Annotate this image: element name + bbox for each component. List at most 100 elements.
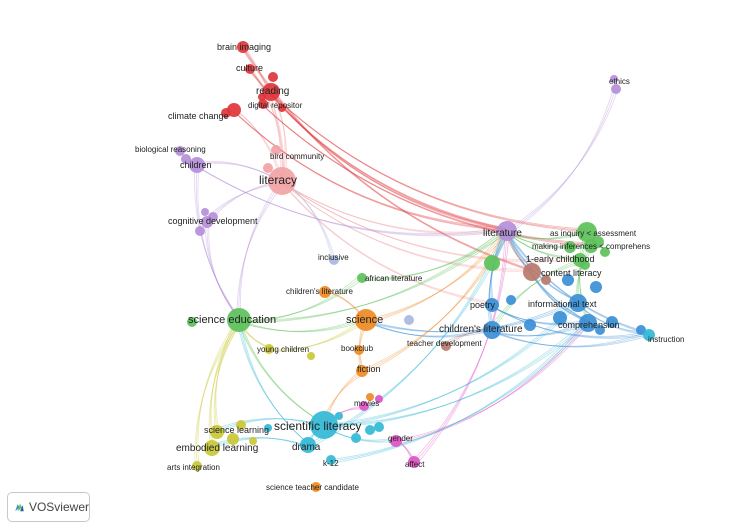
network-node-minor[interactable] — [263, 163, 273, 173]
network-node-content-literacy[interactable] — [523, 263, 541, 281]
network-node-minor[interactable] — [404, 315, 414, 325]
network-node-comprehension[interactable] — [579, 314, 597, 332]
network-node-minor[interactable] — [181, 154, 191, 164]
network-node-minor[interactable] — [365, 425, 375, 435]
network-node-minor[interactable] — [375, 395, 383, 403]
network-node-digital-repositor[interactable] — [258, 99, 268, 109]
network-node-science[interactable] — [355, 309, 377, 331]
network-node-fiction[interactable] — [356, 365, 368, 377]
vosviewer-badge[interactable]: VOSviewer — [7, 492, 90, 522]
network-label-early-childhood: 1-early childhood — [526, 254, 595, 264]
network-label-scientific-literacy: scientific literacy — [274, 419, 361, 433]
edge-literacy-science-education — [240, 180, 281, 321]
network-node-minor[interactable] — [595, 325, 605, 335]
network-node-minor[interactable] — [307, 352, 315, 360]
edge-gender-comprehension — [395, 321, 589, 443]
network-node-inclusive[interactable] — [329, 255, 339, 265]
network-node-science-education[interactable] — [227, 308, 251, 332]
network-node-affect[interactable] — [408, 456, 420, 468]
edge-literature-comprehension — [506, 232, 589, 322]
network-node-minor[interactable] — [564, 241, 576, 253]
network-node-minor[interactable] — [227, 433, 239, 445]
network-node-children[interactable] — [189, 157, 205, 173]
network-node-minor[interactable] — [590, 281, 602, 293]
network-node-minor[interactable] — [195, 226, 205, 236]
network-node-as-inquiry-assessment[interactable] — [577, 222, 597, 242]
edge-science-education-scientific-literacy — [240, 322, 323, 423]
network-node-bookclub[interactable] — [354, 345, 364, 355]
network-node-instruction[interactable] — [643, 329, 655, 341]
network-node-young-children[interactable] — [264, 344, 274, 354]
network-node-bird-community[interactable] — [271, 145, 281, 155]
network-node-minor[interactable] — [278, 104, 286, 112]
edge-literacy-brain-imaging — [242, 45, 283, 183]
network-node-biological-reasoning[interactable] — [175, 146, 185, 156]
network-node-culture[interactable] — [245, 64, 255, 74]
edge-fiction-literature — [361, 229, 508, 373]
network-node-minor[interactable] — [264, 424, 272, 432]
network-node-minor[interactable] — [610, 75, 618, 83]
network-node-minor[interactable] — [484, 255, 500, 271]
network-node-minor[interactable] — [541, 275, 551, 285]
network-node-science-learning[interactable] — [210, 425, 224, 439]
network-node-minor[interactable] — [562, 274, 574, 286]
network-node-drama[interactable] — [300, 437, 316, 453]
edge-culture-literature — [249, 70, 508, 230]
network-node-informational-text[interactable] — [569, 294, 587, 312]
network-node-minor[interactable] — [374, 422, 384, 432]
network-node-reading[interactable] — [262, 83, 280, 101]
edge-drama-embodied-learning — [209, 437, 311, 449]
edge-science-education-drama — [238, 321, 309, 444]
network-node-poetry[interactable] — [485, 298, 499, 312]
edge-cognitive-development-science-education — [208, 224, 238, 318]
network-node-making-inferences[interactable] — [584, 239, 598, 253]
network-node-embodied-learning[interactable] — [204, 440, 220, 456]
network-node-literacy[interactable] — [268, 167, 296, 195]
network-node-minor[interactable] — [268, 72, 278, 82]
edge-science-education-science-learning — [215, 319, 238, 433]
network-node-science-teacher-candidate[interactable] — [311, 482, 321, 492]
network-node-minor[interactable] — [351, 433, 361, 443]
edge-early-childhood-childrens-literature-2 — [489, 262, 583, 328]
network-node-ethics[interactable] — [611, 84, 621, 94]
network-node-childrens-literature-2[interactable] — [483, 321, 501, 339]
network-node-cognitive-development[interactable] — [201, 216, 213, 228]
network-node-minor[interactable] — [187, 317, 197, 327]
network-node-childrens-literature[interactable] — [319, 286, 331, 298]
network-node-climate-change[interactable] — [227, 103, 241, 117]
network-node-minor[interactable] — [606, 316, 618, 328]
network-label-science-learning: science learning — [204, 425, 269, 435]
network-node-brain-imaging[interactable] — [237, 41, 249, 53]
network-node-minor[interactable] — [524, 319, 536, 331]
edge-children-science-education — [194, 164, 242, 321]
network-node-gender[interactable] — [390, 435, 402, 447]
network-node-movies[interactable] — [359, 401, 369, 411]
edge-k-12-comprehension — [328, 322, 591, 461]
edge-young-children-science — [270, 316, 365, 353]
network-node-minor[interactable] — [366, 393, 374, 401]
network-label-science-teacher-candidate: science teacher candidate — [266, 483, 360, 492]
edge-african-literature-literature — [361, 229, 508, 280]
network-node-african-literature[interactable] — [357, 273, 367, 283]
network-label-arts-integration: arts integration — [167, 463, 220, 472]
network-node-scientific-literacy[interactable] — [310, 411, 338, 439]
network-node-minor[interactable] — [201, 208, 209, 216]
edge-literature-instruction — [508, 233, 648, 333]
network-node-minor[interactable] — [600, 247, 610, 257]
network-node-minor[interactable] — [249, 437, 257, 445]
network-node-minor[interactable] — [506, 295, 516, 305]
edge-childrens-literature-2-instruction — [489, 329, 652, 348]
network-node-minor[interactable] — [553, 311, 567, 325]
network-node-literature[interactable] — [497, 221, 517, 241]
network-node-minor[interactable] — [335, 412, 343, 420]
edge-literacy-science-education — [238, 182, 283, 319]
network-node-minor[interactable] — [636, 325, 646, 335]
network-node-early-childhood[interactable] — [573, 253, 587, 267]
network-node-minor[interactable] — [236, 420, 246, 430]
network-node-arts-integration[interactable] — [192, 461, 202, 471]
network-node-k-12[interactable] — [326, 455, 336, 465]
network-node-teacher-development[interactable] — [441, 341, 451, 351]
edge-literature-childrens-literature-2 — [488, 232, 508, 329]
edge-poetry-comprehension — [489, 304, 591, 326]
edge-climate-change-literature — [235, 112, 506, 229]
